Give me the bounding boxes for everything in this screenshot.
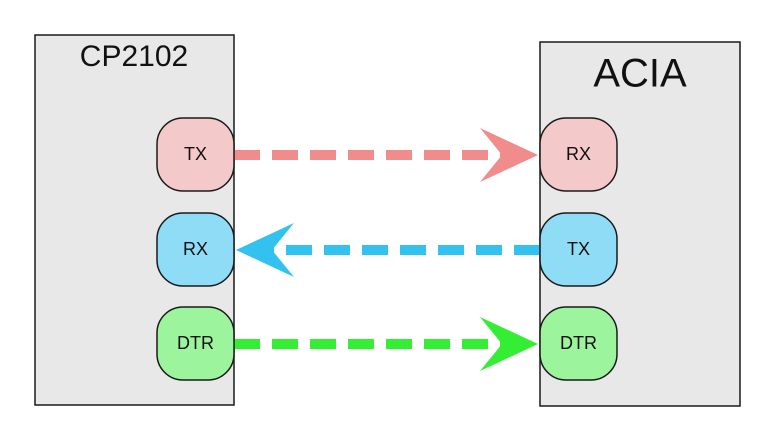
acia-dtr-pin bbox=[539, 306, 618, 381]
acia-tx-label: TX bbox=[567, 239, 590, 259]
cp2102-title: CP2102 bbox=[80, 40, 188, 73]
acia-rx-label: RX bbox=[566, 144, 591, 164]
acia-tx-pin bbox=[539, 212, 618, 287]
acia-device: ACIA bbox=[539, 41, 741, 407]
cp2102-dtr-pin bbox=[156, 306, 235, 381]
cp2102-rx-pin bbox=[156, 212, 235, 287]
rx-from-tx-arrowhead bbox=[236, 223, 294, 277]
acia-title: ACIA bbox=[593, 52, 687, 96]
cp2102-pins: TX RX DTR bbox=[156, 117, 235, 381]
acia-dtr-label: DTR bbox=[560, 333, 597, 353]
cp2102-rx-label: RX bbox=[183, 239, 208, 259]
cp2102-tx-pin bbox=[156, 117, 235, 192]
tx-to-rx-arrowhead bbox=[480, 128, 538, 182]
dtr-arrowhead bbox=[480, 317, 538, 371]
acia-rx-pin bbox=[539, 117, 618, 192]
wires bbox=[234, 128, 540, 371]
acia-pins: RX TX DTR bbox=[539, 117, 618, 381]
cp2102-tx-label: TX bbox=[184, 144, 207, 164]
cp2102-dtr-label: DTR bbox=[177, 333, 214, 353]
